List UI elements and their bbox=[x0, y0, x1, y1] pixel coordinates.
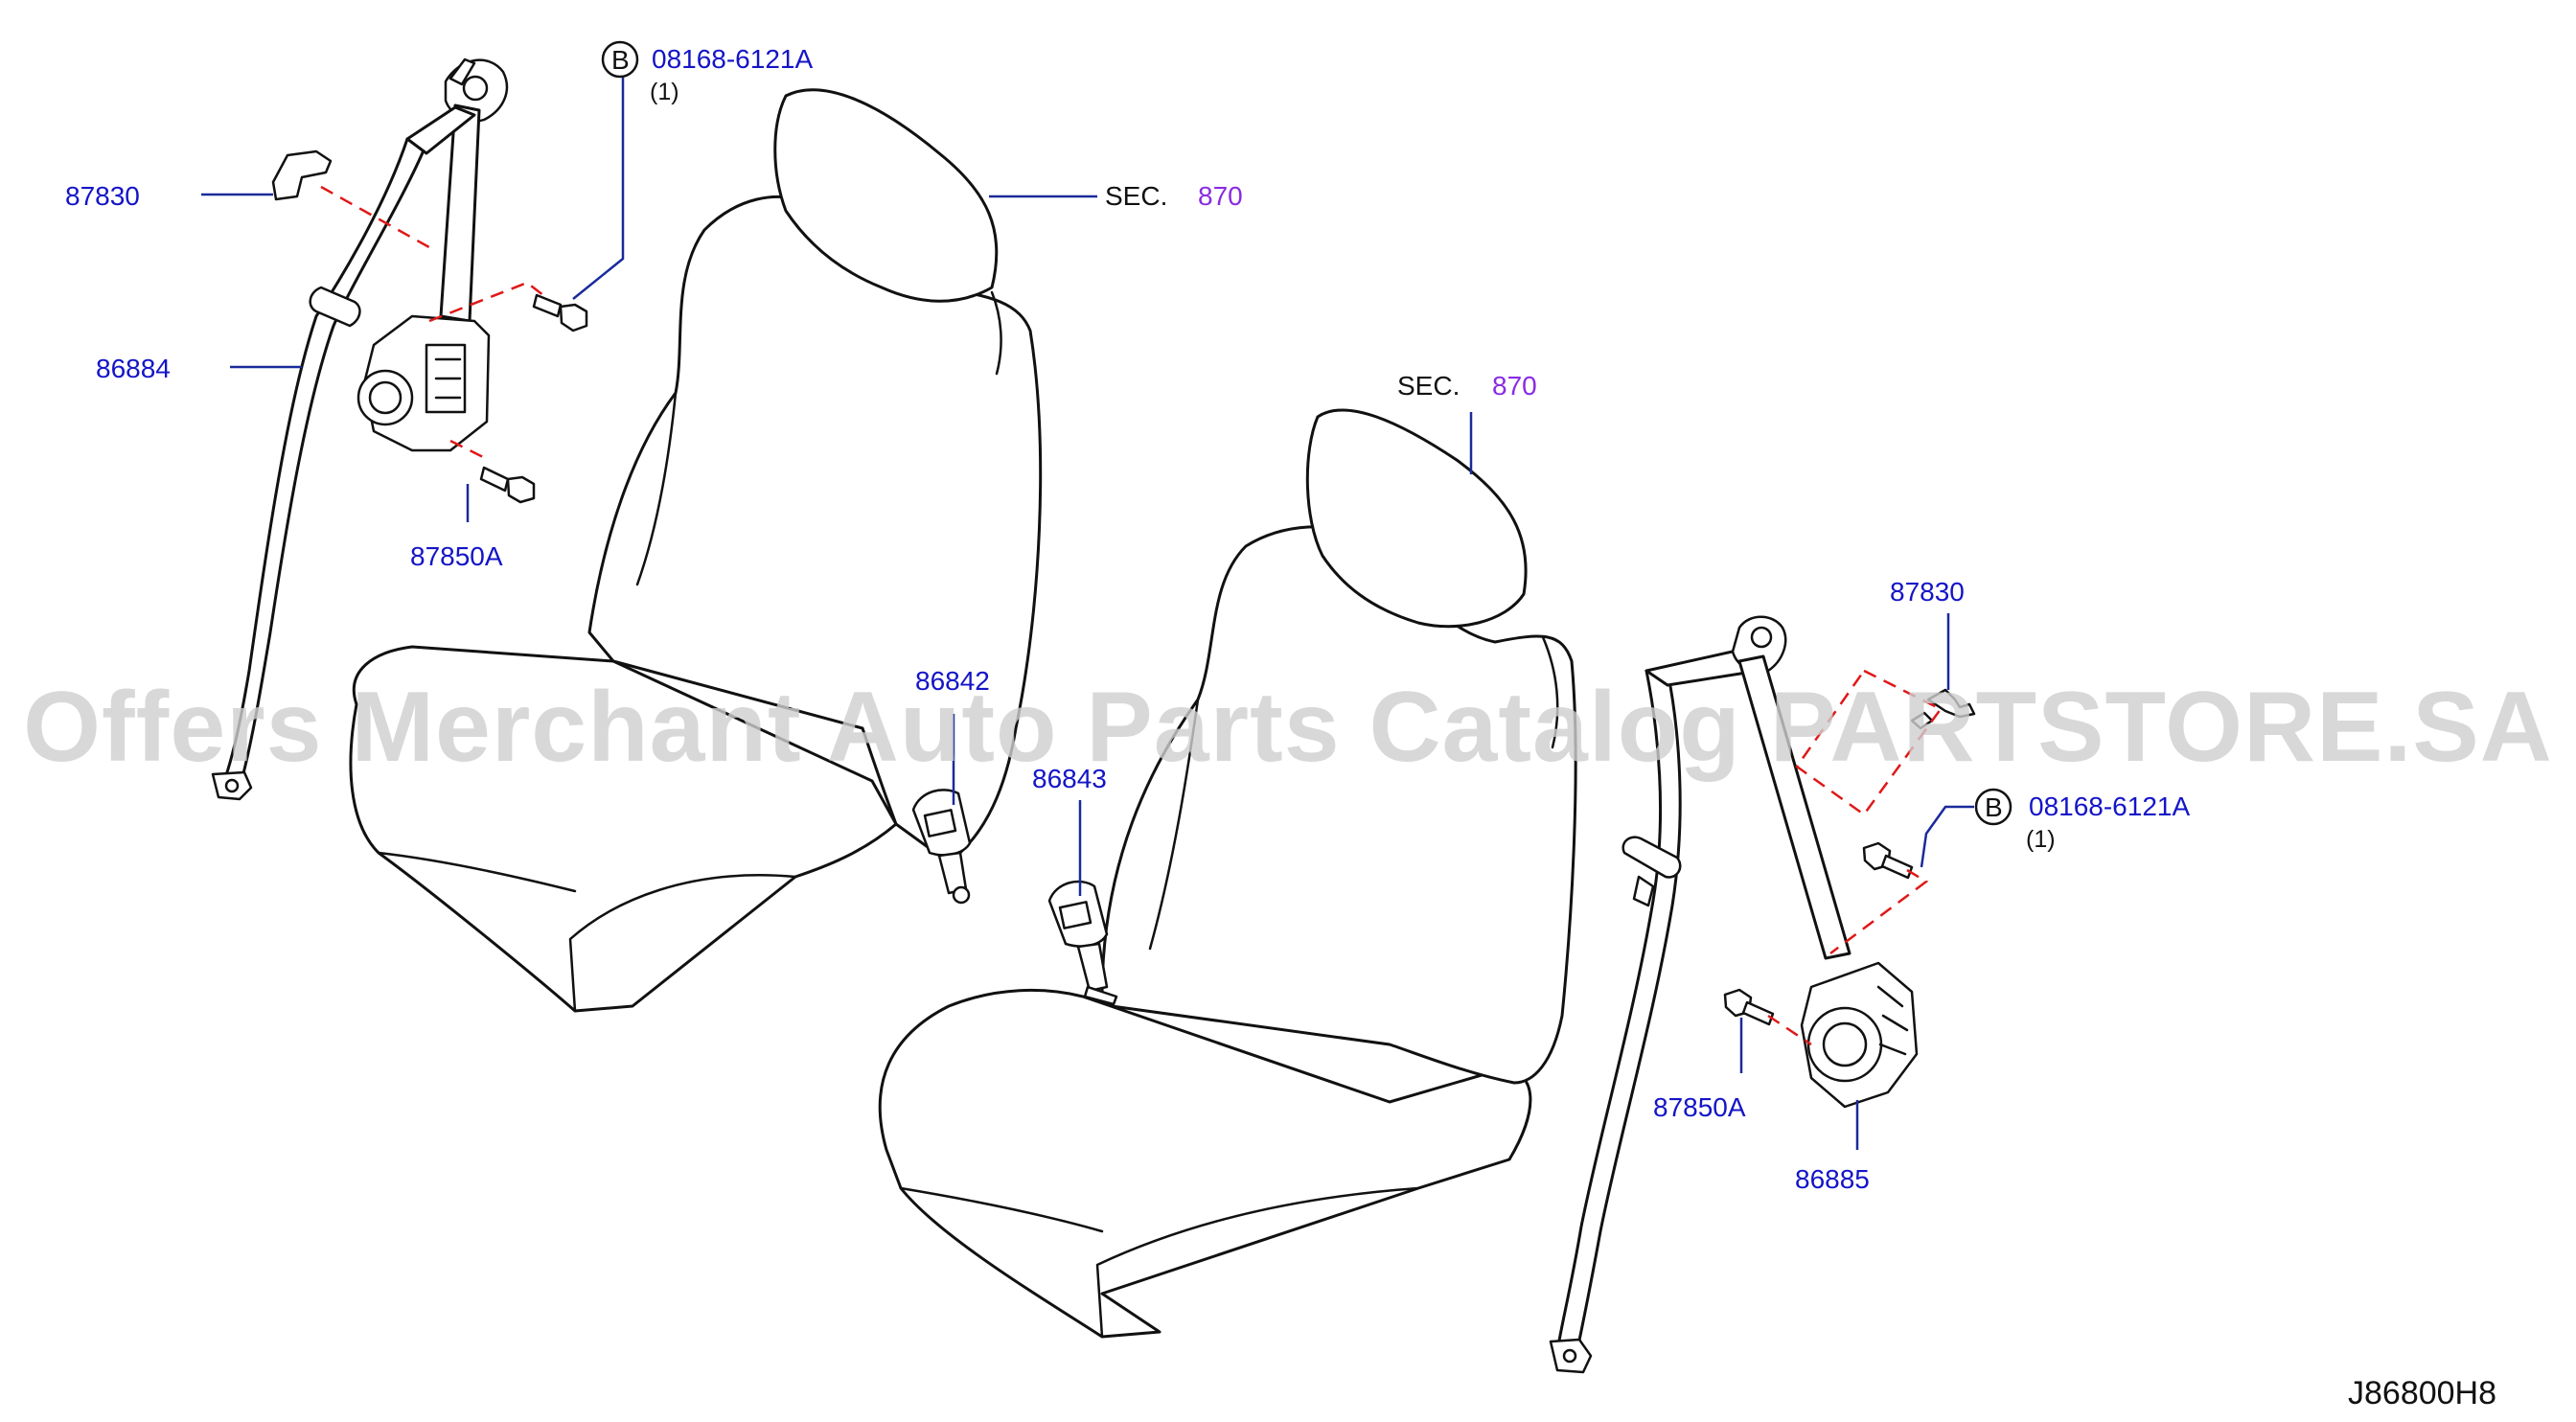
label-87830-left: 87830 bbox=[65, 181, 140, 211]
clip-87830-left bbox=[271, 149, 333, 201]
callout-b-left bbox=[601, 40, 639, 79]
label-86885: 86885 bbox=[1795, 1164, 1870, 1194]
bolt-08168-6121a-left bbox=[532, 293, 588, 333]
label-86842: 86842 bbox=[915, 666, 990, 696]
bolt-08168-6121a-right bbox=[1862, 841, 1914, 880]
label-08168-6121a-left: 08168-6121A bbox=[652, 44, 813, 74]
sec-label-mid: SEC. bbox=[1397, 371, 1460, 401]
label-86843: 86843 bbox=[1032, 764, 1107, 793]
right-seat-belt-assembly bbox=[1549, 615, 1919, 1374]
middle-seat bbox=[878, 408, 1577, 1339]
label-87830-right: 87830 bbox=[1890, 577, 1965, 607]
callout-b-left-letter: B bbox=[611, 45, 630, 75]
callout-b-right bbox=[1974, 788, 2012, 826]
bolt-87850a-left bbox=[479, 466, 536, 504]
sec-ref-mid: 870 bbox=[1492, 371, 1537, 401]
label-87850a-right: 87850A bbox=[1653, 1092, 1746, 1122]
bolt-87850a-right bbox=[1723, 988, 1775, 1026]
clip-87830-right bbox=[1926, 688, 1976, 719]
left-seat-belt-assembly bbox=[211, 57, 509, 801]
left-seat bbox=[349, 88, 1043, 1013]
part-labels: 87830 86884 87850A B 08168-6121A (1) SEC… bbox=[65, 40, 2496, 1411]
diagram-code: J86800H8 bbox=[2348, 1375, 2496, 1411]
qty-left: (1) bbox=[650, 79, 679, 105]
label-87850a-left: 87850A bbox=[410, 541, 503, 571]
label-86884: 86884 bbox=[96, 354, 171, 383]
label-08168-6121a-right: 08168-6121A bbox=[2029, 791, 2190, 821]
dashed-connectors bbox=[320, 185, 1943, 1046]
sec-label-left: SEC. bbox=[1105, 181, 1167, 211]
leader-lines bbox=[201, 77, 1974, 1150]
sec-ref-left: 870 bbox=[1198, 181, 1243, 211]
qty-right: (1) bbox=[2026, 826, 2056, 853]
clip-small-right bbox=[1910, 711, 1934, 730]
callout-b-right-letter: B bbox=[1985, 792, 2003, 822]
buckle-86842 bbox=[911, 789, 972, 905]
buckle-86843 bbox=[1047, 880, 1118, 1006]
